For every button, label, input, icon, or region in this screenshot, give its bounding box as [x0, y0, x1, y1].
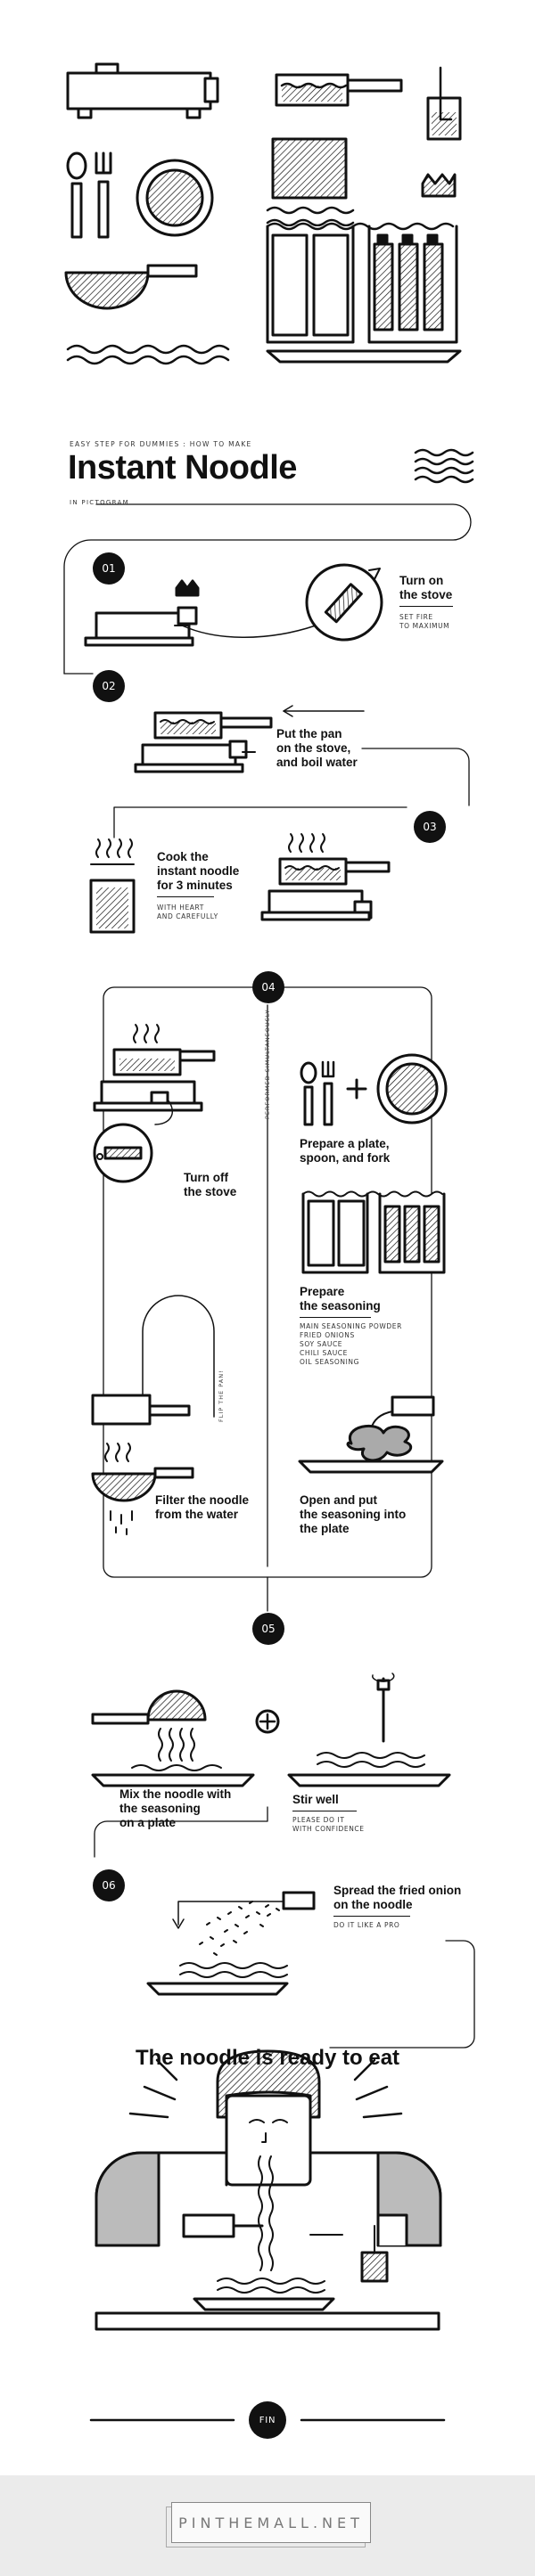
- step02-pan-on-stove: [134, 711, 273, 773]
- header-kicker: EASY STEP FOR DUMMIES : HOW TO MAKE: [70, 440, 252, 448]
- step03-connector: [113, 806, 407, 838]
- step-03-note: WITH HEART AND CAREFULLY: [157, 904, 218, 920]
- step-05-mix-label: Mix the noodle with the seasoning on a p…: [119, 1787, 232, 1829]
- header-rule: [63, 503, 472, 675]
- step-04-flip-note: FLIP THE PAN!: [218, 1370, 225, 1422]
- step01-knob-illustration: [305, 563, 383, 642]
- step03-pot-illustration: [89, 838, 136, 934]
- step-06-label: Spread the fried onion on the noodle: [333, 1884, 462, 1911]
- fin-badge: FIN: [249, 2401, 286, 2439]
- header-wave-icon: [414, 448, 474, 484]
- step-03-label: Cook the instant noodle for 3 minutes: [157, 850, 240, 892]
- frying-pan-icon: [64, 264, 198, 310]
- final-burst-lines: [128, 2058, 403, 2119]
- step04-turnoff-stove: [93, 1024, 216, 1125]
- step05-stir-noodle: [287, 1672, 451, 1787]
- step-04-badge: 04: [252, 971, 284, 1003]
- seasoning-packets-icon: [266, 222, 458, 344]
- step-04-seasoning-divider: [300, 1317, 371, 1318]
- step06-noodle-plate: [146, 1962, 289, 1996]
- footer-brand-link[interactable]: PINTHEMALL.NET: [171, 2502, 371, 2543]
- step-01-label: Turn on the stove: [399, 574, 453, 601]
- step-04-seasoning-label: Prepare the seasoning: [300, 1285, 381, 1313]
- step03-cooking-pan: [260, 833, 391, 921]
- step-01-note: SET FIRE TO MAXIMUM: [399, 613, 450, 630]
- step-05-badge: 05: [252, 1613, 284, 1645]
- water-wave-icon: [66, 344, 230, 365]
- step-04-side-note: PERFORMED SIMULTANEOUSLY: [264, 1009, 271, 1119]
- plate-icon: [136, 159, 214, 237]
- step-03-divider: [157, 896, 214, 897]
- step-04-seasoning-note: MAIN SEASONING POWDER FRIED ONIONS SOY S…: [300, 1322, 402, 1366]
- step05-mix-noodle: [91, 1689, 255, 1787]
- pan-with-water-icon: [275, 73, 403, 107]
- page-title: Instant Noodle: [68, 449, 297, 487]
- step06-fried-onion-bits: [199, 1901, 280, 1956]
- spoon-and-fork-icon: [66, 151, 112, 239]
- step-02-label: Put the pan on the stove, and boil water: [276, 727, 358, 769]
- step-01-badge: 01: [93, 552, 125, 585]
- header-subtitle: IN PICTOGRAM: [70, 499, 129, 506]
- step-06-divider: [333, 1916, 410, 1917]
- final-title: The noodle is ready to eat: [135, 2046, 400, 2070]
- step-05-stir-label: Stir well: [292, 1793, 339, 1806]
- step-05-note: PLEASE DO IT WITH CONFIDENCE: [292, 1816, 365, 1833]
- step04-plate-set: [300, 1053, 448, 1126]
- stove-icon: [66, 62, 219, 119]
- step-06-badge: 06: [93, 1869, 125, 1901]
- step04-filter-noodle: [91, 1443, 194, 1535]
- step06-connector: [94, 1806, 475, 2049]
- step02-connector: [361, 748, 470, 806]
- glass-of-water-icon: [426, 66, 462, 141]
- serving-plate-icon: [266, 349, 462, 364]
- step01-stove-illustration: [84, 579, 317, 647]
- step06-onion-shaker: [172, 1891, 316, 1929]
- step02-arrow: [283, 705, 365, 717]
- noodle-block-icon: [421, 173, 457, 198]
- step-04-plate-label: Prepare a plate, spoon, and fork: [300, 1137, 391, 1165]
- step04-pouring-seasoning: [298, 1395, 444, 1474]
- step-04-filter-label: Filter the noodle from the water: [155, 1493, 250, 1521]
- step-04-open-seasoning-label: Open and put the seasoning into the plat…: [300, 1493, 407, 1535]
- step-06-note: DO IT LIKE A PRO: [333, 1921, 400, 1929]
- step04-knob-off: [93, 1123, 153, 1183]
- step-02-badge: 02: [93, 670, 125, 702]
- noodle-packet-icon: [266, 137, 355, 240]
- step04-seasoning-packets: [301, 1190, 446, 1274]
- step-01-divider: [399, 606, 453, 607]
- step-03-badge: 03: [414, 811, 446, 843]
- step04-flip-pan: [91, 1295, 215, 1426]
- step05-plus-icon: [255, 1709, 280, 1734]
- step-04-turn-off-label: Turn off the stove: [184, 1171, 237, 1198]
- person-eating-illustration: [95, 2049, 442, 2331]
